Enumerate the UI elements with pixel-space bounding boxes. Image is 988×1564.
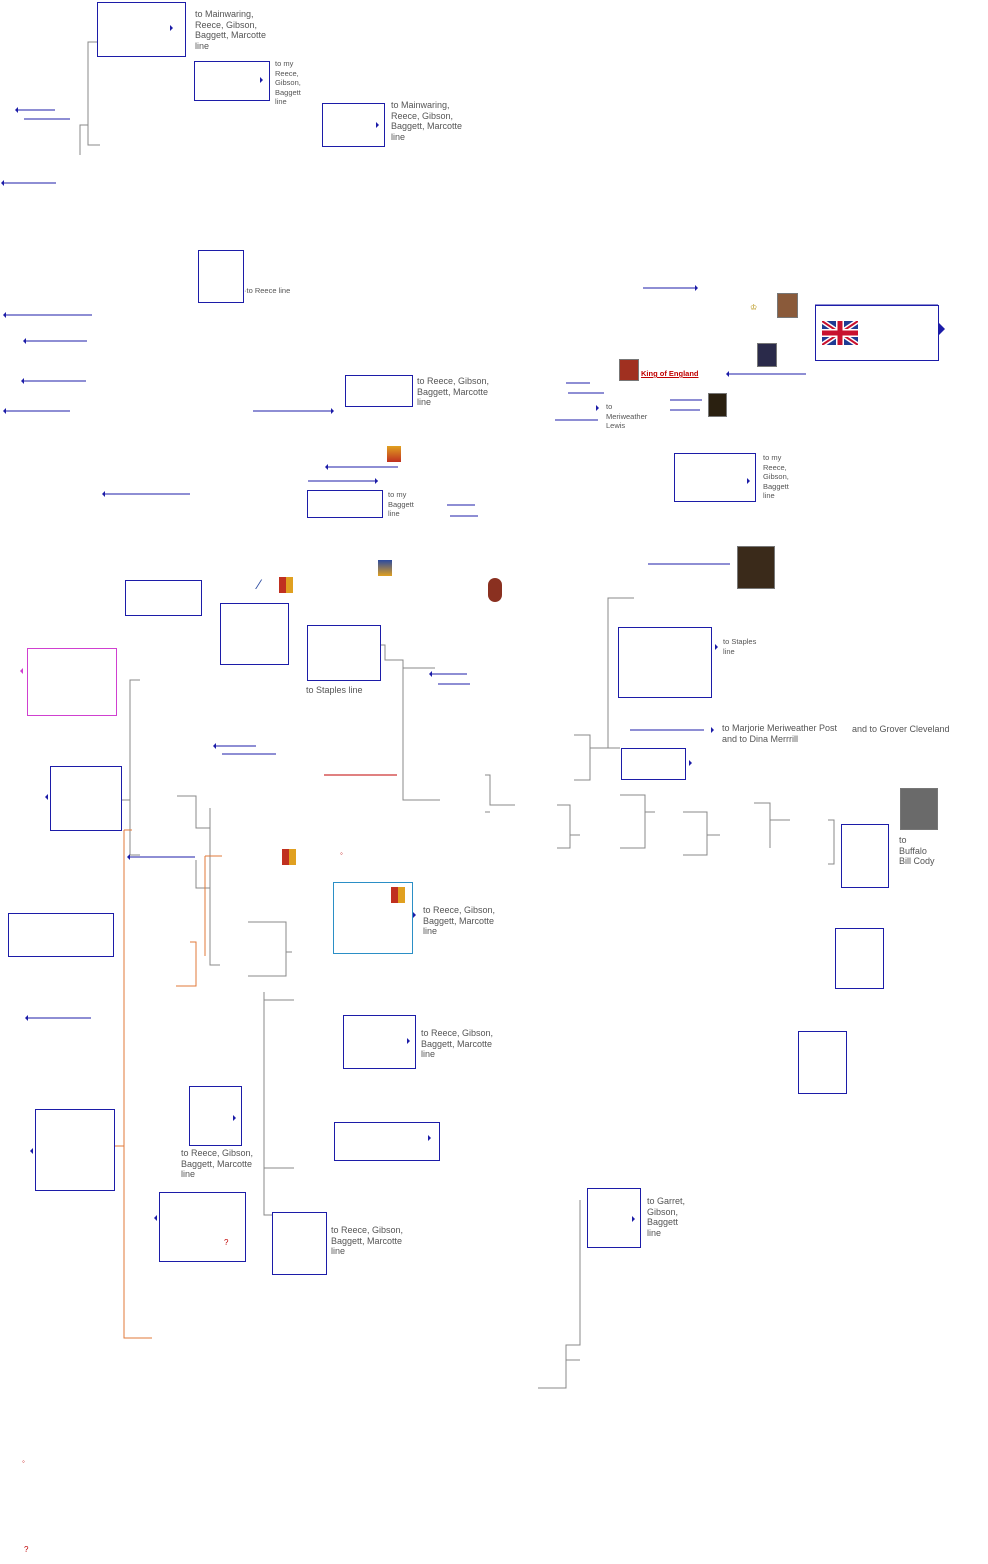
person-box[interactable] bbox=[798, 1031, 847, 1094]
question-mark: ? bbox=[224, 1238, 229, 1247]
link-garret-gibson[interactable]: to Garret, Gibson, Baggett line bbox=[647, 1196, 686, 1238]
link-reece-gibson[interactable]: to Reece, Gibson, Baggett, Marcotte line bbox=[181, 1148, 254, 1179]
person-box[interactable] bbox=[272, 1212, 327, 1275]
link-reece-gibson[interactable]: to Reece, Gibson, Baggett, Marcotte line bbox=[421, 1028, 494, 1059]
link-marjorie-post[interactable]: to Marjorie Meriweather Post and to Dina… bbox=[722, 723, 838, 744]
arrow-right-icon bbox=[711, 727, 714, 733]
garter-crest-icon bbox=[488, 578, 502, 602]
person-box[interactable] bbox=[307, 490, 383, 518]
person-box[interactable] bbox=[154, 1192, 246, 1262]
arrow-right-icon bbox=[375, 478, 378, 484]
coat-of-arms-icon bbox=[279, 577, 293, 593]
person-box[interactable] bbox=[835, 928, 884, 989]
person-box[interactable] bbox=[343, 1015, 416, 1069]
person-box[interactable] bbox=[307, 625, 381, 681]
link-my-reece[interactable]: to my Reece, Gibson, Baggett line bbox=[763, 453, 789, 501]
arrow-left-icon bbox=[213, 743, 216, 749]
coat-of-arms-icon bbox=[378, 560, 392, 576]
person-box[interactable] bbox=[587, 1188, 641, 1248]
arrow-left-icon bbox=[726, 371, 729, 377]
sword-icon: ⁄ bbox=[258, 576, 261, 592]
arrow-left-icon bbox=[25, 1015, 28, 1021]
person-box[interactable] bbox=[345, 375, 413, 407]
arrow-left-icon bbox=[1, 180, 4, 186]
link-grover-cleveland[interactable]: and to Grover Cleveland bbox=[852, 724, 950, 734]
coat-of-arms-icon bbox=[387, 446, 401, 462]
link-my-baggett[interactable]: to my Baggett line bbox=[388, 490, 414, 519]
portrait-icon bbox=[757, 343, 777, 367]
arrow-left-icon bbox=[21, 378, 24, 384]
arrow-right-icon bbox=[331, 408, 334, 414]
portrait-icon bbox=[708, 393, 727, 417]
link-reece-line[interactable]: ·to Reece line bbox=[244, 286, 291, 295]
link-meriweather-lewis[interactable]: to Meriweather Lewis bbox=[606, 402, 648, 431]
selected-person-box[interactable] bbox=[27, 648, 117, 716]
small-marker: ◦ bbox=[22, 1457, 25, 1466]
person-box[interactable] bbox=[194, 61, 270, 101]
arrow-left-icon bbox=[325, 464, 328, 470]
person-box[interactable] bbox=[841, 824, 889, 888]
coat-of-arms-icon bbox=[282, 849, 296, 865]
crown-icon: ♔ bbox=[750, 303, 758, 312]
link-mainwaring[interactable]: to Mainwaring, Reece, Gibson, Baggett, M… bbox=[195, 9, 267, 51]
person-box[interactable] bbox=[97, 2, 186, 57]
link-mainwaring[interactable]: to Mainwaring, Reece, Gibson, Baggett, M… bbox=[391, 100, 463, 142]
link-my-reece[interactable]: to my Reece, Gibson, Baggett line bbox=[275, 59, 301, 107]
arrow-right-icon bbox=[939, 323, 945, 335]
portrait-icon bbox=[900, 788, 938, 830]
person-box[interactable] bbox=[618, 627, 712, 698]
arrow-right-icon bbox=[715, 644, 718, 650]
arrow-left-icon bbox=[3, 408, 6, 414]
arrow-right-icon bbox=[596, 405, 599, 411]
portrait-icon bbox=[777, 293, 798, 318]
arrow-left-icon bbox=[102, 491, 105, 497]
person-box[interactable] bbox=[30, 1109, 115, 1191]
arrow-right-icon bbox=[413, 912, 416, 918]
person-box[interactable] bbox=[334, 1122, 440, 1161]
person-box[interactable] bbox=[621, 748, 686, 780]
person-box[interactable] bbox=[322, 103, 385, 147]
link-buffalo-bill[interactable]: to Buffalo Bill Cody bbox=[899, 835, 935, 866]
person-box[interactable] bbox=[198, 250, 244, 303]
link-staples[interactable]: to Staples line bbox=[306, 685, 363, 695]
question-mark: ? bbox=[24, 1545, 29, 1554]
link-reece-gibson[interactable]: to Reece, Gibson, Baggett, Marcotte line bbox=[417, 376, 490, 407]
person-box[interactable] bbox=[674, 453, 756, 502]
coat-of-arms-icon bbox=[391, 887, 405, 903]
person-box[interactable] bbox=[220, 603, 289, 665]
arrow-left-icon bbox=[3, 312, 6, 318]
link-staples[interactable]: to Staples line bbox=[723, 637, 757, 656]
portrait-icon bbox=[619, 359, 639, 381]
arrow-left-icon bbox=[23, 338, 26, 344]
person-box[interactable] bbox=[189, 1086, 242, 1146]
link-reece-gibson[interactable]: to Reece, Gibson, Baggett, Marcotte line bbox=[423, 905, 496, 936]
arrow-left-icon bbox=[20, 668, 23, 674]
arrow-left-icon bbox=[15, 107, 18, 113]
person-box[interactable] bbox=[125, 580, 202, 616]
arrow-left-icon bbox=[429, 671, 432, 677]
arrow-right-icon bbox=[695, 285, 698, 291]
arrow-right-icon bbox=[689, 760, 692, 766]
person-box[interactable] bbox=[8, 913, 114, 957]
union-jack-flag-icon bbox=[822, 321, 858, 345]
person-box[interactable] bbox=[45, 766, 122, 831]
king-of-england-label[interactable]: King of England bbox=[641, 369, 699, 378]
small-marker: ◦ bbox=[340, 849, 343, 858]
link-reece-gibson[interactable]: to Reece, Gibson, Baggett, Marcotte line bbox=[331, 1225, 404, 1256]
arrow-left-icon bbox=[127, 854, 130, 860]
portrait-icon bbox=[737, 546, 775, 589]
